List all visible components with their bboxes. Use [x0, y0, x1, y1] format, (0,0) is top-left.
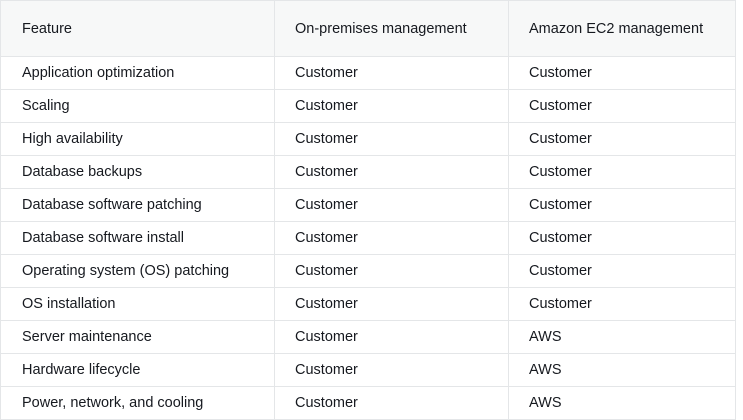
- table-cell-ec2: Customer: [508, 254, 736, 288]
- table-cell-onprem: Customer: [274, 320, 509, 354]
- table-header: Feature On-premises management Amazon EC…: [0, 0, 736, 57]
- table-cell-feature: Application optimization: [0, 56, 275, 90]
- table-cell-ec2: Customer: [508, 56, 736, 90]
- table-cell-feature: Database backups: [0, 155, 275, 189]
- table-cell-onprem: Customer: [274, 221, 509, 255]
- table-cell-onprem: Customer: [274, 386, 509, 420]
- table-cell-onprem: Customer: [274, 254, 509, 288]
- table-cell-feature: Server maintenance: [0, 320, 275, 354]
- table-cell-ec2: AWS: [508, 320, 736, 354]
- table-cell-feature: High availability: [0, 122, 275, 156]
- column-header-on-premises-management: On-premises management: [274, 0, 509, 57]
- table-cell-onprem: Customer: [274, 56, 509, 90]
- table-cell-ec2: AWS: [508, 353, 736, 387]
- table-header-row: Feature On-premises management Amazon EC…: [0, 0, 736, 57]
- table-cell-feature: Database software patching: [0, 188, 275, 222]
- table-cell-feature: Database software install: [0, 221, 275, 255]
- table-cell-onprem: Customer: [274, 155, 509, 189]
- table-cell-onprem: Customer: [274, 89, 509, 123]
- table-cell-ec2: Customer: [508, 287, 736, 321]
- table-cell-ec2: Customer: [508, 221, 736, 255]
- table-cell-onprem: Customer: [274, 353, 509, 387]
- column-header-feature: Feature: [0, 0, 275, 57]
- table-cell-ec2: AWS: [508, 386, 736, 420]
- table-cell-ec2: Customer: [508, 155, 736, 189]
- table-cell-feature: Scaling: [0, 89, 275, 123]
- table-cell-feature: Power, network, and cooling: [0, 386, 275, 420]
- table-cell-onprem: Customer: [274, 122, 509, 156]
- table-cell-feature: Operating system (OS) patching: [0, 254, 275, 288]
- table-cell-ec2: Customer: [508, 122, 736, 156]
- table-cell-feature: OS installation: [0, 287, 275, 321]
- column-header-amazon-ec2-management: Amazon EC2 management: [508, 0, 736, 57]
- table-cell-ec2: Customer: [508, 89, 736, 123]
- table-cell-feature: Hardware lifecycle: [0, 353, 275, 387]
- table-cell-onprem: Customer: [274, 188, 509, 222]
- table-cell-onprem: Customer: [274, 287, 509, 321]
- table-cell-ec2: Customer: [508, 188, 736, 222]
